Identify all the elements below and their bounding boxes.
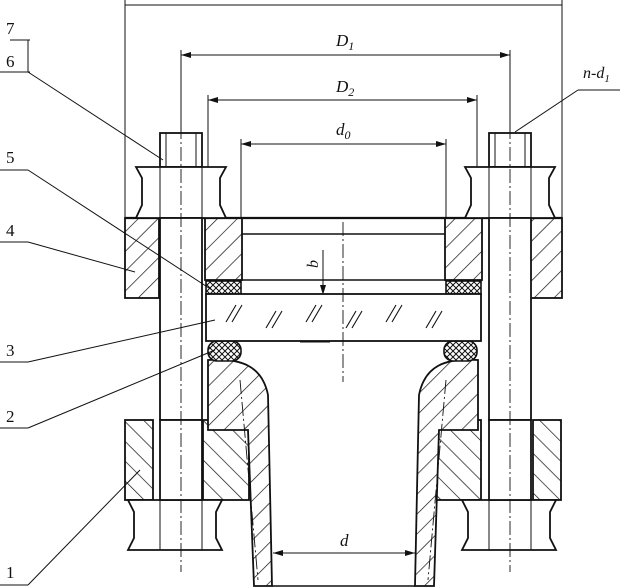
d-label: d — [340, 531, 349, 550]
nozzle-flange — [124, 358, 562, 587]
part-number-2: 2 — [6, 407, 15, 426]
part-number-7: 7 — [6, 19, 15, 38]
b-label: b — [305, 260, 322, 268]
d1-label: D1 — [335, 31, 354, 53]
part-number-labels: 7 6 5 4 3 2 1 — [6, 19, 15, 582]
sight-glass — [205, 293, 482, 342]
part-number-3: 3 — [6, 341, 15, 360]
part-number-1: 1 — [6, 563, 15, 582]
gaskets — [205, 280, 482, 362]
dimension-labels: D1 D2 d0 d b n-d1 — [305, 31, 610, 550]
part-number-6: 6 — [6, 52, 15, 71]
leader-lines — [0, 39, 620, 586]
part-number-4: 4 — [6, 221, 15, 240]
nd1-label: n-d1 — [583, 65, 610, 85]
d0-label: d0 — [336, 120, 351, 142]
center-lines — [180, 125, 511, 572]
cover-flange — [124, 216, 563, 299]
d2-label: D2 — [335, 77, 354, 99]
part-number-5: 5 — [6, 148, 15, 167]
